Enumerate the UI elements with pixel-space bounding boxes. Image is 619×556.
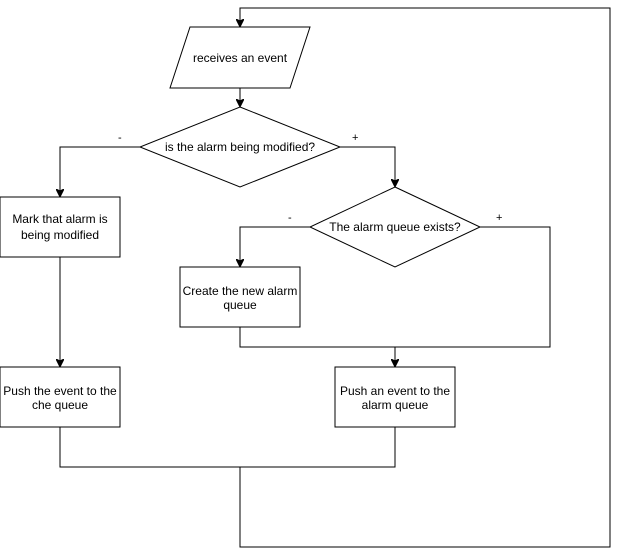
edge-label-queue-yes: + bbox=[496, 212, 502, 224]
process-box bbox=[0, 366, 121, 428]
node-label-mark-alarm-modified-line1: Mark that alarm is bbox=[12, 212, 107, 226]
edges bbox=[59, 7, 611, 548]
node-label-mark-alarm-modified-line2: being modified bbox=[21, 228, 99, 242]
node-label-alarm-modified-decision: is the alarm being modified? bbox=[165, 140, 315, 154]
node-push-event-che-queue: Push the event to the che queue bbox=[0, 366, 121, 428]
parallelogram-shape bbox=[169, 26, 311, 89]
edge-modified-no bbox=[60, 146, 140, 196]
diamond-shape bbox=[138, 106, 342, 188]
node-mark-alarm-modified: Mark that alarm is being modified bbox=[0, 196, 121, 258]
edge-create-to-push-alarm bbox=[239, 327, 395, 366]
edge-loop-back bbox=[240, 7, 611, 548]
node-label-push-event-alarm-queue-line2: alarm queue bbox=[362, 398, 429, 412]
edge-modified-yes bbox=[340, 146, 395, 186]
node-label-receives-event: receives an event bbox=[193, 51, 288, 65]
process-box bbox=[334, 366, 456, 428]
node-receives-event: receives an event bbox=[169, 26, 311, 89]
process-box bbox=[0, 196, 121, 258]
edge-label-queue-no: - bbox=[288, 212, 292, 224]
node-label-create-alarm-queue-line1: Create the new alarm bbox=[183, 284, 298, 298]
node-label-push-event-che-queue-line1: Push the event to the bbox=[3, 384, 117, 398]
edge-label-modified-yes: + bbox=[352, 132, 358, 144]
process-box bbox=[179, 266, 301, 328]
edge-push-alarm-to-merge bbox=[240, 427, 396, 468]
edge-queue-no bbox=[240, 226, 310, 266]
node-alarm-queue-exists-decision: The alarm queue exists? bbox=[308, 186, 482, 268]
node-label-alarm-queue-exists-decision: The alarm queue exists? bbox=[329, 220, 461, 234]
edge-label-modified-no: - bbox=[118, 132, 122, 144]
node-create-alarm-queue: Create the new alarm queue bbox=[179, 266, 301, 328]
edge-queue-yes bbox=[395, 226, 551, 348]
diamond-shape bbox=[308, 186, 482, 268]
edge-push-che-to-merge bbox=[59, 427, 240, 468]
node-push-event-alarm-queue: Push an event to the alarm queue bbox=[334, 366, 456, 428]
node-label-create-alarm-queue-line2: queue bbox=[223, 298, 257, 312]
node-label-push-event-alarm-queue-line1: Push an event to the bbox=[340, 384, 450, 398]
node-alarm-modified-decision: is the alarm being modified? bbox=[138, 106, 342, 188]
edge-labels: - + - + bbox=[118, 132, 502, 224]
node-label-push-event-che-queue-line2: che queue bbox=[32, 398, 88, 412]
